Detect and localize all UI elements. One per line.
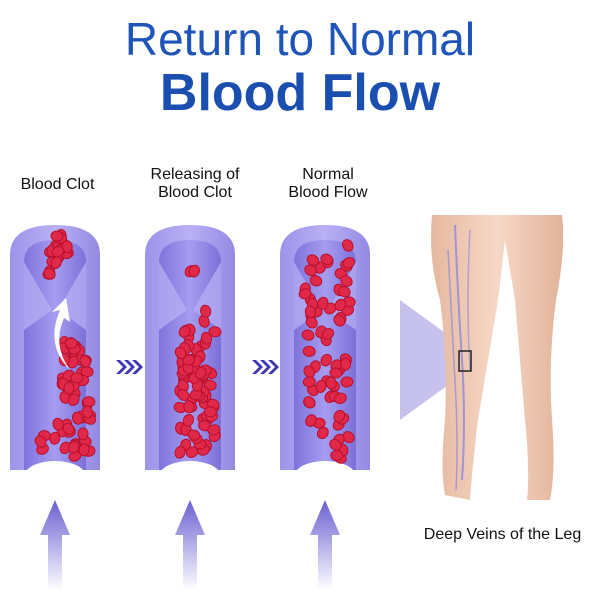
red-blood-cell: [50, 230, 64, 242]
red-blood-cell: [298, 288, 312, 300]
stage-label-normal-line1: Normal: [302, 166, 354, 183]
red-blood-cell: [303, 365, 316, 378]
red-blood-cell: [317, 296, 329, 310]
red-blood-cell: [302, 376, 316, 388]
red-blood-cell: [203, 406, 217, 418]
red-blood-cell: [338, 285, 351, 298]
red-blood-cell: [321, 328, 335, 340]
red-blood-cell: [64, 337, 78, 349]
red-blood-cell: [50, 256, 62, 269]
red-blood-cell: [182, 413, 195, 427]
red-blood-cell: [174, 445, 186, 459]
red-blood-cell: [309, 275, 323, 287]
red-blood-cell: [178, 325, 191, 338]
red-blood-cell: [34, 435, 47, 448]
vein-3: [280, 225, 370, 590]
red-blood-cell: [305, 316, 318, 329]
red-blood-cell: [340, 357, 352, 371]
stage-label-releasing-line2: Blood Clot: [158, 184, 232, 201]
title-line-1: Return to Normal: [124, 13, 476, 65]
red-blood-cell: [341, 239, 354, 252]
stage-label-releasing: Releasing of Blood Clot: [135, 166, 255, 202]
red-blood-cell: [187, 429, 201, 441]
chevron-right-icon: [252, 360, 279, 374]
red-blood-cell: [78, 443, 90, 457]
red-blood-cell: [207, 424, 221, 436]
red-blood-cell: [200, 304, 212, 318]
vein-opening: [295, 461, 355, 489]
red-blood-cell: [62, 422, 75, 435]
red-blood-cell: [333, 314, 346, 327]
red-blood-cell: [342, 257, 356, 269]
chevrons-1: [116, 360, 279, 374]
stage-label-normal: Normal Blood Flow: [268, 166, 388, 202]
legs-icon: [431, 215, 564, 500]
red-blood-cell: [200, 331, 213, 345]
red-blood-cell: [340, 275, 353, 287]
red-blood-cell: [303, 396, 316, 409]
red-blood-cell: [208, 326, 222, 338]
red-blood-cell: [305, 414, 317, 427]
red-blood-cell: [188, 264, 200, 278]
red-blood-cell: [329, 438, 342, 451]
flow-arrow-icon: [52, 298, 70, 370]
stage-label-normal-line2: Blood Flow: [288, 184, 368, 201]
stage-label-releasing-line1: Releasing of: [150, 166, 240, 183]
up-arrow-icon: [310, 500, 340, 590]
red-blood-cell: [302, 345, 316, 357]
red-blood-cell: [194, 366, 207, 380]
red-blood-cell: [333, 409, 346, 423]
red-blood-cell: [68, 440, 80, 454]
red-blood-cell: [177, 388, 190, 401]
red-blood-cell: [340, 376, 354, 388]
chevron-right-icon: [116, 360, 143, 374]
up-arrow-icon: [40, 500, 70, 590]
red-blood-cell: [67, 393, 80, 406]
red-blood-cell: [304, 264, 317, 277]
red-blood-cell: [77, 427, 89, 441]
red-blood-cell: [52, 417, 64, 431]
red-blood-cell: [51, 245, 65, 258]
red-blood-cell: [334, 298, 347, 312]
up-arrow-icon: [175, 500, 205, 590]
magnify-beam: [400, 300, 455, 420]
red-blood-cell: [342, 431, 355, 444]
legs-illustration: [400, 215, 564, 500]
vein-opening: [160, 461, 220, 489]
red-blood-cell: [81, 405, 94, 419]
red-blood-cell: [198, 314, 210, 328]
red-blood-cell: [63, 381, 75, 395]
red-blood-cell: [330, 449, 344, 461]
vein-valve: [24, 262, 86, 330]
red-blood-cell: [304, 305, 316, 319]
red-blood-cell: [71, 411, 84, 425]
red-blood-cell: [301, 329, 315, 341]
leg-caption: Deep Veins of the Leg: [423, 526, 582, 543]
red-blood-cell: [182, 354, 196, 366]
vein-opening: [25, 461, 85, 489]
red-blood-cell: [315, 380, 327, 393]
red-blood-cell: [43, 267, 56, 280]
red-blood-cell: [320, 353, 333, 367]
title-line-2: Blood Flow: [159, 64, 441, 122]
red-blood-cell: [329, 367, 343, 379]
red-blood-cell: [334, 392, 347, 405]
red-blood-cell: [316, 426, 329, 440]
vein-1: [10, 225, 100, 590]
red-blood-cell: [183, 400, 195, 414]
stage-label-blood-clot: Blood Clot: [20, 176, 95, 193]
red-blood-cell: [325, 376, 337, 390]
highlight-box: [458, 350, 472, 372]
red-blood-cell: [174, 346, 187, 359]
red-blood-cell: [79, 355, 91, 368]
red-blood-cell: [320, 253, 334, 265]
red-blood-cell: [70, 372, 84, 384]
